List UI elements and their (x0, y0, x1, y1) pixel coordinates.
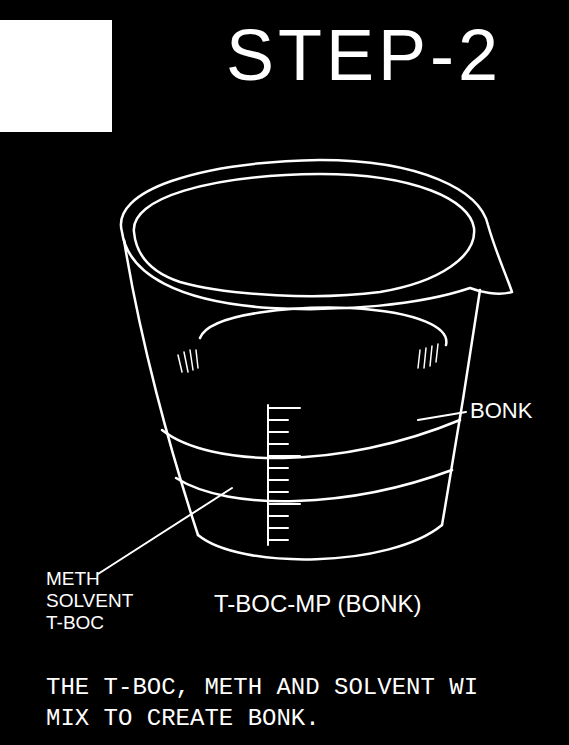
beaker-bottom (198, 525, 442, 559)
measure-scale (268, 405, 300, 545)
beaker-rim-inner (134, 174, 474, 296)
beaker-rim (121, 160, 512, 309)
step-title: STEP-2 (226, 14, 502, 97)
shading (178, 344, 438, 372)
part-label: METH SOLVENT T-BOC (46, 568, 146, 634)
beaker-wall (124, 240, 198, 535)
caption-text: THE T-BOC, METH AND SOLVENT WI MIX TO CR… (46, 672, 506, 734)
product-label: T-BOC-MP (BONK) (214, 590, 422, 618)
part-label: BONK (470, 398, 532, 423)
leader-line (98, 488, 232, 574)
blank-panel (0, 20, 112, 132)
leader-line (418, 412, 466, 420)
layer-line (162, 420, 460, 458)
liquid-surface (200, 308, 446, 345)
